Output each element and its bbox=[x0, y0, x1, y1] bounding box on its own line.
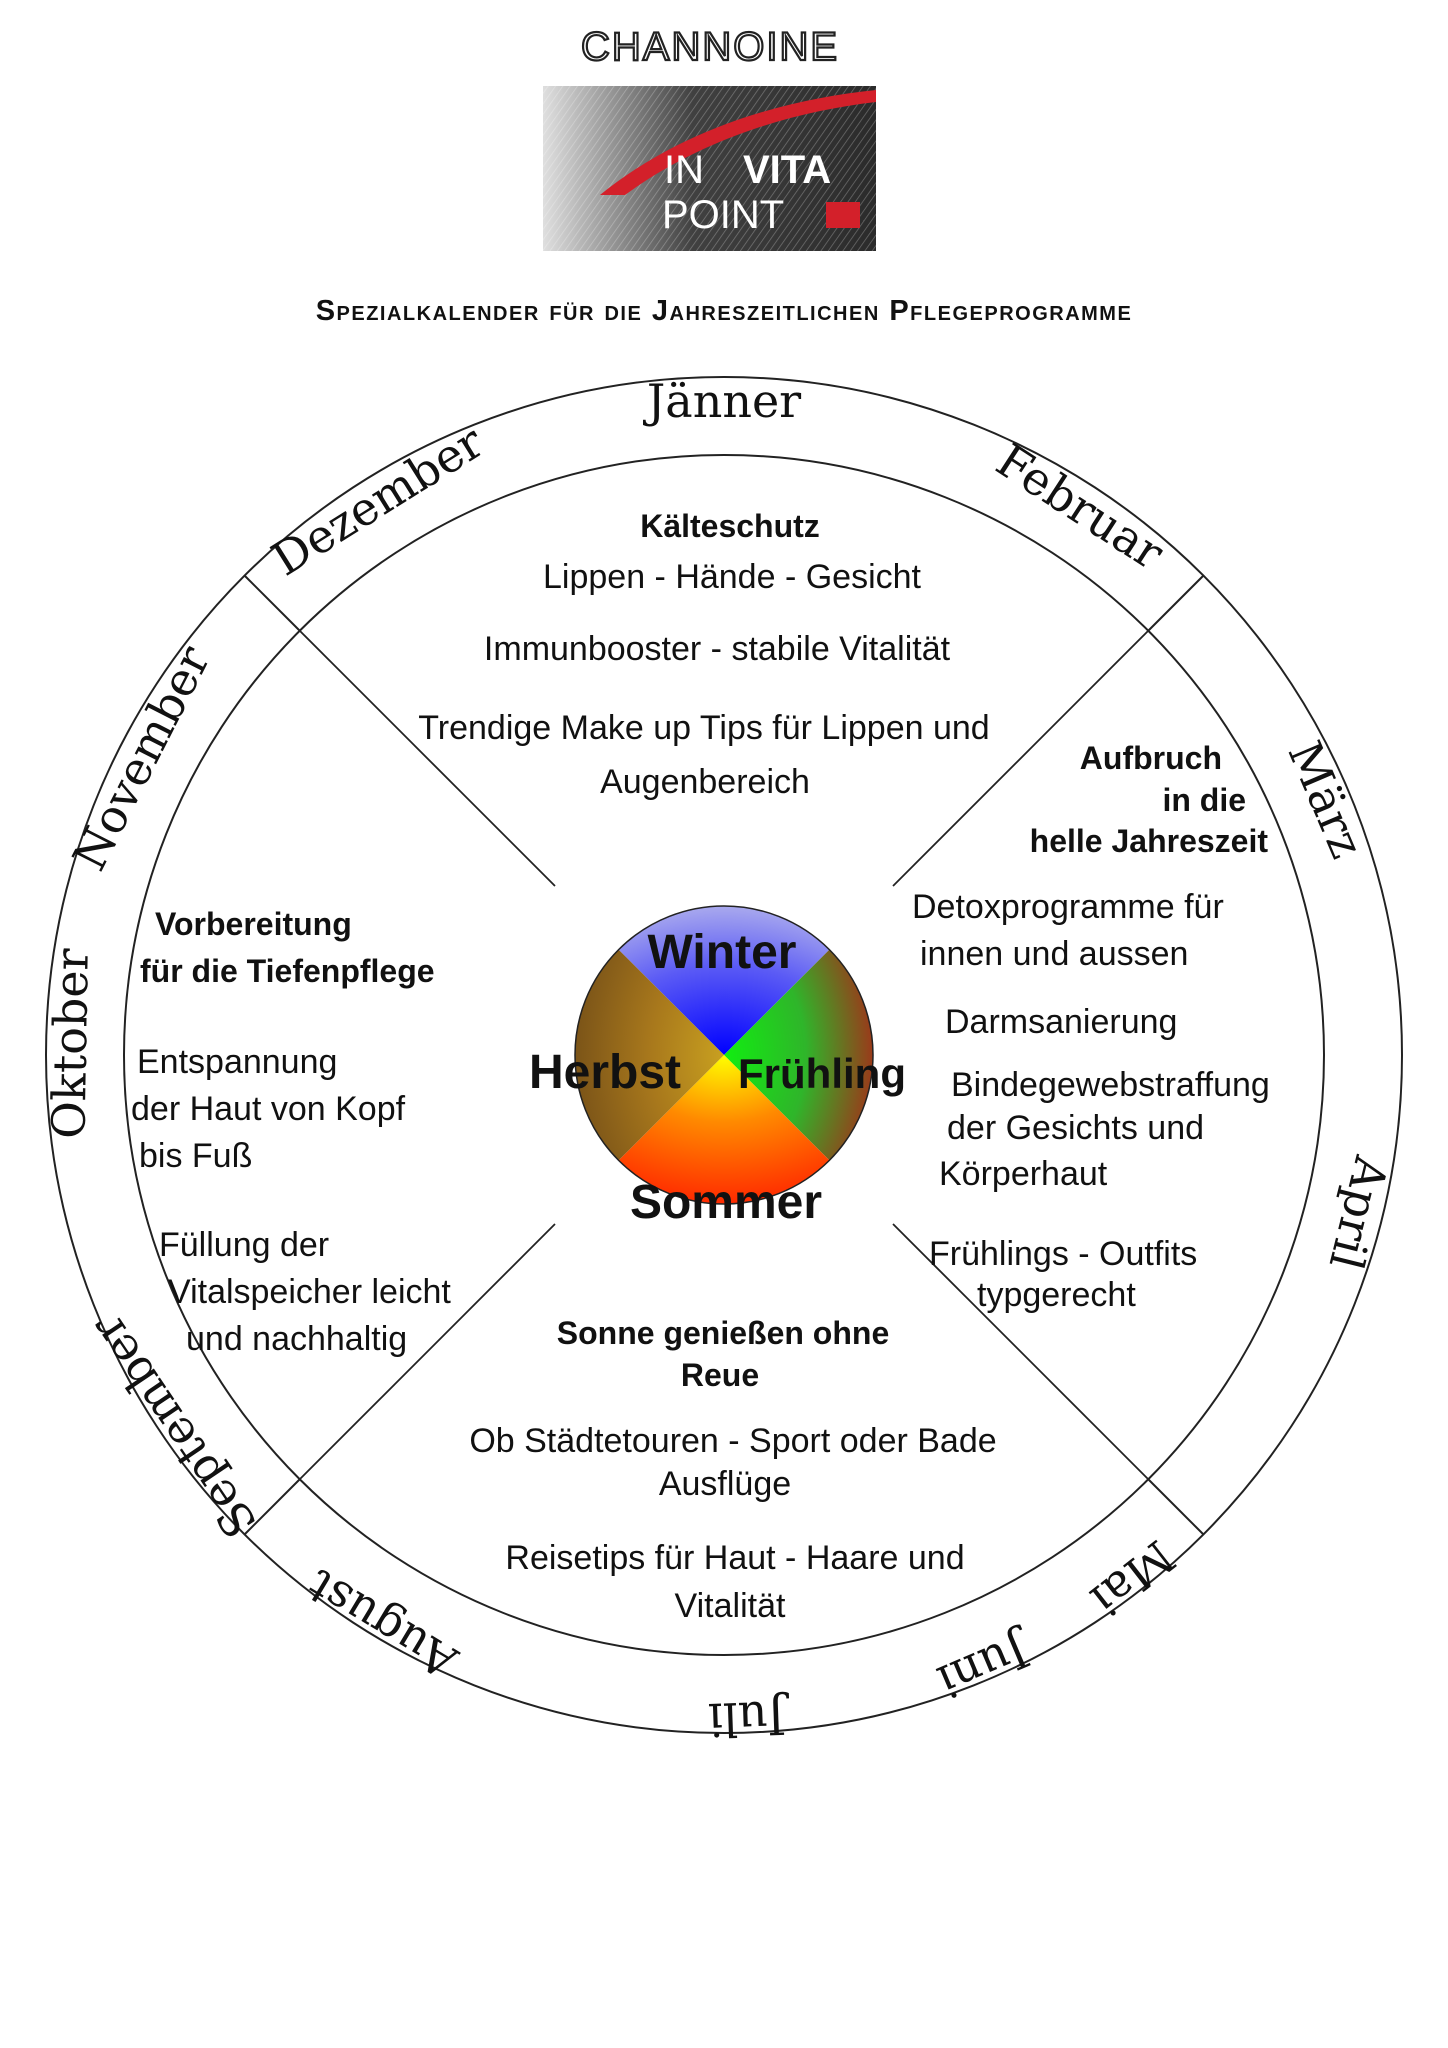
logo-red-square bbox=[826, 202, 860, 228]
autumn-heading-1: Vorbereitung bbox=[155, 906, 352, 942]
season-label-autumn: Herbst bbox=[529, 1046, 681, 1099]
spring-heading-2: in die bbox=[1162, 782, 1246, 818]
spring-outfit-1: Frühlings - Outfits bbox=[929, 1235, 1197, 1273]
spring-binde-2: der Gesichts und bbox=[947, 1109, 1204, 1147]
summer-line-4: Vitalität bbox=[675, 1587, 786, 1625]
autumn-relax-1: Entspannung bbox=[137, 1043, 337, 1081]
winter-care-text: Kälteschutz Lippen - Hände - Gesicht Imm… bbox=[418, 508, 989, 801]
logo-point: POINT bbox=[662, 193, 784, 237]
spring-binde-1: Bindegewebstraffung bbox=[951, 1066, 1270, 1104]
logo-box: IN VITA POINT bbox=[543, 86, 876, 251]
spring-detox-2: innen und aussen bbox=[920, 935, 1188, 973]
ring-divider-dec-nov bbox=[244, 575, 301, 632]
spring-darm: Darmsanierung bbox=[945, 1003, 1177, 1041]
winter-line-2: Immunbooster - stabile Vitalität bbox=[484, 630, 951, 668]
season-segment-autumn bbox=[574, 949, 724, 1161]
brand-logo: CHANNOINE IN VITA POINT bbox=[543, 24, 876, 251]
logo-vita: VITA bbox=[743, 148, 831, 192]
season-label-winter: Winter bbox=[648, 926, 797, 979]
divider-ne bbox=[892, 630, 1149, 887]
summer-line-3: Reisetips für Haut - Haare und bbox=[505, 1539, 964, 1577]
season-disc: Winter Herbst Frühling Sommer bbox=[529, 905, 906, 1229]
spring-binde-3: Körperhaut bbox=[939, 1155, 1108, 1193]
winter-line-3: Trendige Make up Tips für Lippen und bbox=[418, 709, 989, 747]
winter-line-4: Augenbereich bbox=[600, 763, 810, 801]
logo-in: IN bbox=[664, 148, 704, 192]
autumn-relax-3: bis Fuß bbox=[139, 1137, 252, 1175]
divider-se bbox=[892, 1223, 1149, 1480]
ring-divider-aug-sep bbox=[244, 1478, 301, 1535]
page-title: Spezialkalender für die Jahreszeitlichen… bbox=[316, 295, 1133, 327]
spring-outfit-2: typgerecht bbox=[977, 1276, 1136, 1314]
autumn-fill-3: und nachhaltig bbox=[186, 1320, 407, 1358]
summer-line-2: Ausflüge bbox=[659, 1465, 791, 1503]
divider-nw bbox=[299, 630, 556, 887]
brand-name: CHANNOINE bbox=[581, 25, 839, 69]
winter-line-1: Lippen - Hände - Gesicht bbox=[543, 558, 922, 596]
divider-sw bbox=[299, 1223, 556, 1480]
summer-heading-2: Reue bbox=[681, 1357, 759, 1393]
month-label-oct: Oktober bbox=[41, 948, 98, 1139]
season-label-spring: Frühling bbox=[738, 1050, 906, 1097]
ring-divider-may-jun bbox=[1147, 1478, 1204, 1535]
autumn-heading-2: für die Tiefenpflege bbox=[140, 953, 435, 989]
spring-detox-1: Detoxprogramme für bbox=[912, 888, 1224, 926]
autumn-fill-2: Vitalspeicher leicht bbox=[168, 1273, 451, 1311]
autumn-fill-1: Füllung der bbox=[159, 1226, 329, 1264]
spring-heading-1: Aufbruch bbox=[1080, 740, 1222, 776]
ring-divider-feb-mar bbox=[1147, 575, 1204, 632]
calendar-wheel: JännerFebruarMärzAprilMaiJuniJuliAugustS… bbox=[41, 374, 1403, 1747]
spring-heading-3: helle Jahreszeit bbox=[1030, 823, 1269, 859]
summer-line-1: Ob Städtetouren - Sport oder Bade bbox=[469, 1422, 996, 1460]
summer-care-text: Sonne genießen ohne Reue Ob Städtetouren… bbox=[469, 1315, 996, 1625]
season-segment-winter bbox=[618, 905, 830, 1055]
season-label-summer: Sommer bbox=[630, 1176, 822, 1229]
summer-heading-1: Sonne genießen ohne bbox=[557, 1315, 889, 1351]
month-label-jul: Juli bbox=[707, 1690, 790, 1747]
autumn-relax-2: der Haut von Kopf bbox=[131, 1090, 406, 1128]
month-label-jan: Jänner bbox=[643, 374, 801, 428]
season-segment-summer bbox=[618, 1055, 830, 1205]
winter-heading: Kälteschutz bbox=[640, 508, 820, 544]
spring-care-text: Aufbruch in die helle Jahreszeit Detoxpr… bbox=[912, 740, 1270, 1314]
season-segment-spring bbox=[724, 949, 874, 1161]
autumn-care-text: Vorbereitung für die Tiefenpflege Entspa… bbox=[131, 906, 451, 1358]
